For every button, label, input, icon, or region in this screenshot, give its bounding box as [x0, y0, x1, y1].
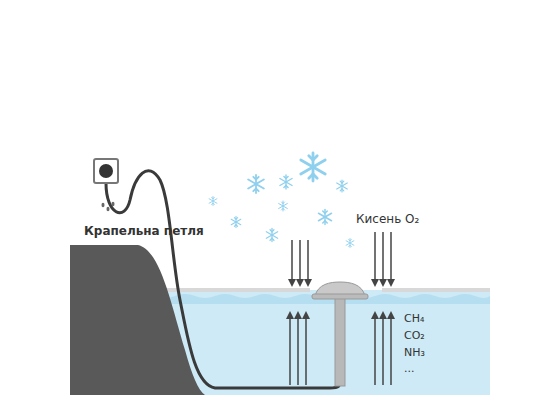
aerator-pipe: [335, 296, 345, 386]
gas-label: ...: [404, 362, 415, 375]
drip-loop-label: Крапельна петля: [84, 224, 204, 238]
socket: [94, 159, 118, 183]
water-surface: [155, 294, 490, 304]
gas-arrows: [290, 315, 391, 385]
ice-layer: [160, 288, 310, 292]
gas-label: NH₃: [404, 346, 425, 359]
water-drops: [102, 202, 115, 211]
aerator-base: [312, 294, 368, 299]
power-cable: [106, 171, 340, 388]
gas-label: CH₄: [404, 312, 424, 325]
oxygen-arrows: [292, 232, 391, 283]
ice-layer: [382, 288, 490, 292]
socket-hole: [99, 164, 113, 178]
snowflakes: [209, 153, 354, 248]
oxygen-label: Кисень O₂: [356, 212, 419, 226]
gas-label: CO₂: [404, 329, 425, 342]
